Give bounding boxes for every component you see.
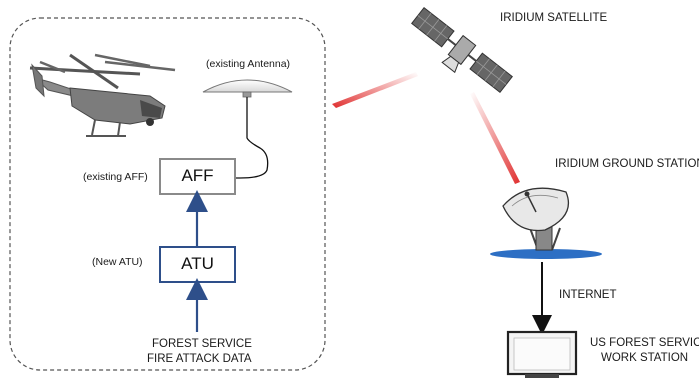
- satellite-dish-icon: [490, 187, 602, 259]
- internet-label: INTERNET: [559, 289, 617, 301]
- satellite-label: IRIDIUM SATELLITE: [500, 12, 608, 24]
- antenna-dome-icon: [202, 79, 293, 98]
- atu-box-label: ATU: [181, 254, 214, 273]
- workstation-label-line2: WORK STATION: [601, 352, 689, 364]
- ground-station-label: IRIDIUM GROUND STATION: [555, 158, 699, 170]
- source-label-line2: FIRE ATTACK DATA: [147, 353, 252, 365]
- antenna-cable: [235, 97, 269, 179]
- source-label-line1: FOREST SERVICE: [152, 338, 252, 350]
- workstation-label-line1: US FOREST SERVICE: [590, 337, 699, 349]
- atu-box: [159, 246, 236, 283]
- aircraft-boundary: [9, 17, 326, 371]
- aff-box: [159, 158, 236, 195]
- signal-beam-ground: [470, 92, 520, 184]
- aff-box-label: AFF: [181, 166, 214, 185]
- antenna-label: (existing Antenna): [206, 58, 291, 70]
- monitor-icon: [506, 330, 578, 378]
- signal-beam-aircraft: [332, 72, 418, 108]
- helicopter-icon: [29, 53, 176, 137]
- existing-aff-label: (existing AFF): [83, 171, 148, 183]
- satellite-icon: [411, 6, 513, 94]
- new-atu-label: (New ATU): [92, 256, 143, 268]
